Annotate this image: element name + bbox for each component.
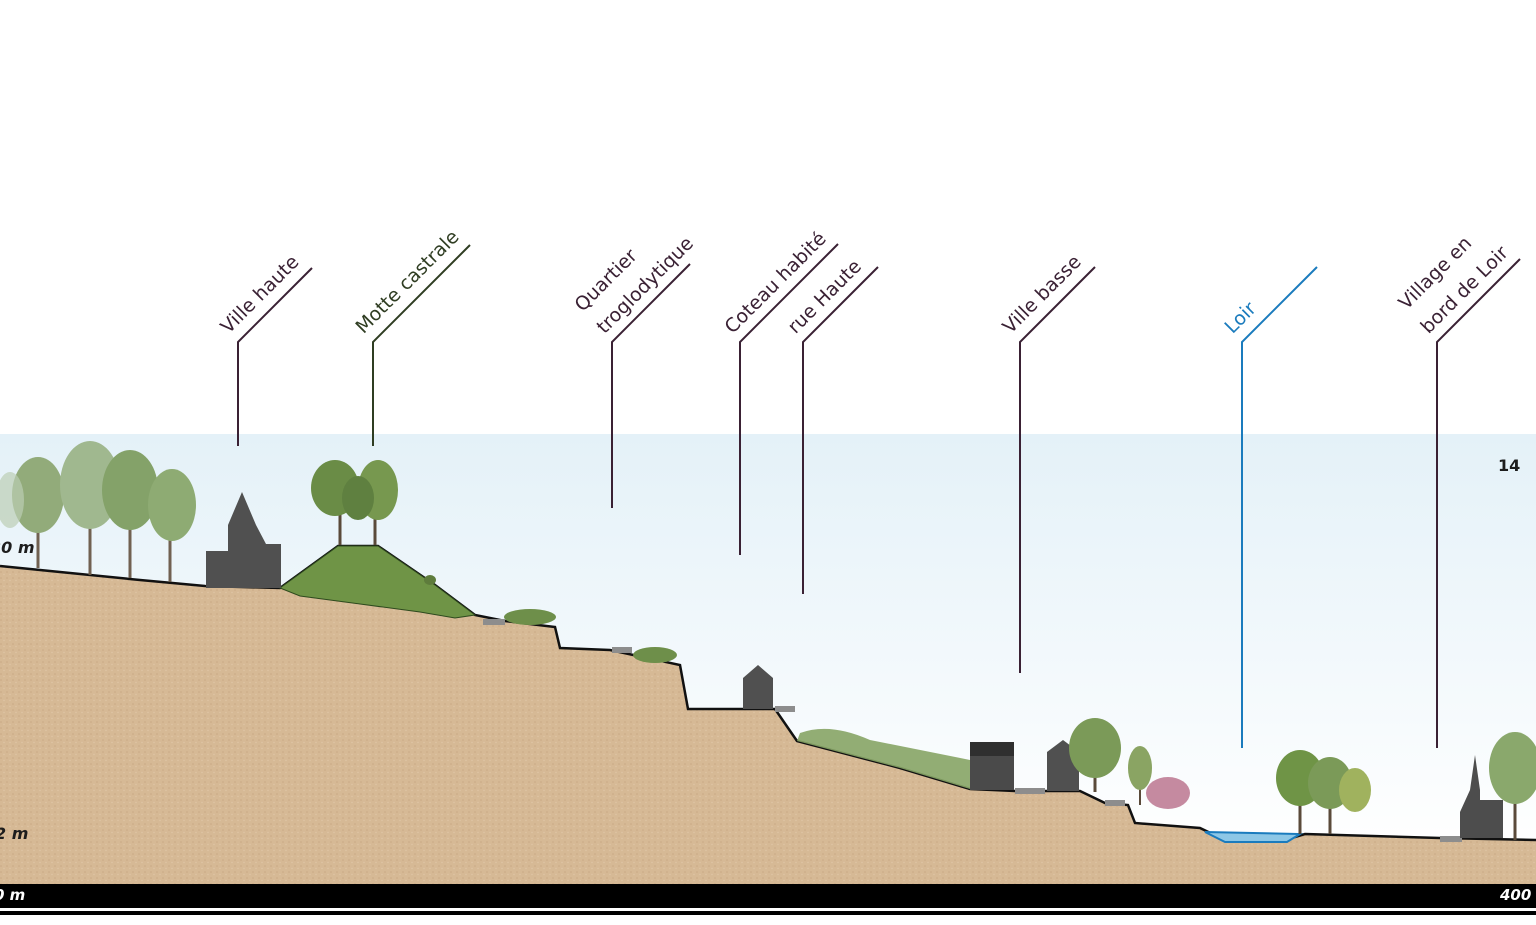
loir-river <box>1204 831 1304 843</box>
elevation-right: 14 <box>1498 456 1521 475</box>
leader-coteau-habite <box>739 243 839 555</box>
trees-ville-haute <box>0 441 196 582</box>
elevation-upper: 30 m <box>0 538 35 557</box>
village-church-building <box>1460 755 1503 838</box>
shrub <box>424 575 436 585</box>
trees-village <box>1489 732 1536 840</box>
shrub <box>504 609 556 625</box>
house-building <box>743 665 773 709</box>
leader-motte-castrale <box>372 244 471 446</box>
church-building <box>206 492 281 588</box>
callout-lines <box>237 243 1521 748</box>
leader-ville-haute <box>237 267 313 446</box>
scale-end: 400 <box>1500 886 1532 904</box>
scale-bar <box>0 884 1536 908</box>
road <box>1440 836 1462 842</box>
trees-motte <box>311 460 398 545</box>
trees-riverside <box>1276 750 1371 834</box>
trees-ville-basse <box>1069 718 1190 809</box>
road <box>483 619 505 625</box>
leader-rue-haute <box>802 266 879 594</box>
road <box>775 706 795 712</box>
hedge <box>797 728 970 789</box>
scale-start: 0 m <box>0 886 26 904</box>
elevation-lower: 2 m <box>0 824 29 843</box>
road <box>612 647 632 653</box>
leader-village-bord-de-loir <box>1436 258 1521 748</box>
leader-quartier-troglodytique <box>611 263 691 508</box>
leader-ville-basse <box>1019 266 1096 673</box>
terrain-soil <box>0 546 1536 884</box>
shrub <box>633 647 677 663</box>
road <box>1015 788 1045 794</box>
motte-mound <box>278 545 477 619</box>
leader-loir <box>1241 266 1318 748</box>
road <box>1105 800 1125 806</box>
